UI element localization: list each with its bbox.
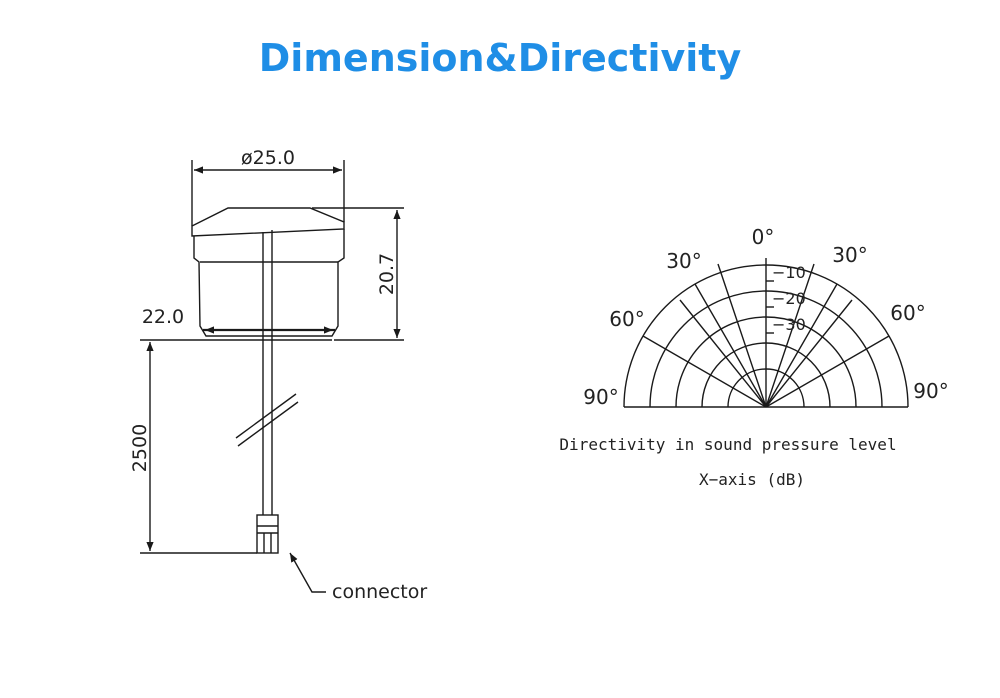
cable-length-label: 2500	[129, 424, 151, 472]
sensor-cap	[191, 207, 345, 237]
ring-label-10: −10	[772, 263, 806, 282]
sensor-body	[193, 229, 345, 337]
directivity-pattern	[679, 263, 853, 408]
angle-label-60-left: 60°	[609, 307, 644, 331]
angle-label-30-left: 30°	[666, 249, 701, 273]
cable-break	[235, 393, 297, 439]
angle-label-60-right: 60°	[890, 301, 925, 325]
inner-width-label: 22.0	[142, 306, 184, 328]
polar-axis-60-left	[642, 335, 767, 408]
polar-caption-line1: Directivity in sound pressure level	[559, 435, 896, 454]
polar-caption-line2: X−axis (dB)	[699, 470, 805, 489]
polar-chart	[623, 258, 909, 408]
dimension-drawing	[140, 160, 404, 593]
connector-label: connector	[332, 581, 427, 603]
connector-leader	[289, 552, 326, 593]
connector-body	[256, 514, 279, 554]
polar-axis-30-left	[694, 283, 767, 408]
polar-axis-60-right	[765, 335, 890, 408]
polar-axis-30-right	[765, 283, 838, 408]
angle-label-90-left: 90°	[583, 385, 618, 409]
ring-label-20: −20	[772, 289, 806, 308]
angle-label-30-right: 30°	[832, 243, 867, 267]
diameter-label: ø25.0	[241, 147, 295, 169]
angle-label-90-right: 90°	[913, 379, 948, 403]
angle-label-0: 0°	[752, 225, 775, 249]
height-label: 20.7	[376, 253, 398, 295]
page-title: Dimension&Directivity	[258, 36, 742, 80]
ring-label-30: −30	[772, 315, 806, 334]
